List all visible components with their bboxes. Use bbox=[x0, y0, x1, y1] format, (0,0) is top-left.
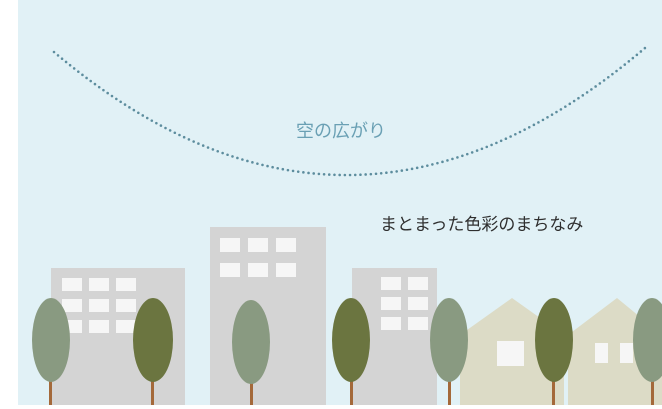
building-icon bbox=[352, 268, 437, 405]
sky-arc bbox=[52, 46, 647, 177]
tree-icon bbox=[633, 298, 662, 405]
building-icon bbox=[210, 227, 326, 405]
tree-icon bbox=[133, 298, 173, 405]
ground-strip bbox=[0, 405, 662, 409]
tree-icon bbox=[232, 300, 270, 405]
townscape-color-label: まとまった色彩のまちなみ bbox=[380, 215, 584, 235]
tree-icon bbox=[32, 298, 70, 405]
tree-icon bbox=[332, 298, 370, 405]
sky-expanse-label: 空の広がり bbox=[296, 121, 386, 142]
tree-icon bbox=[535, 298, 573, 405]
tree-icon bbox=[430, 298, 468, 405]
